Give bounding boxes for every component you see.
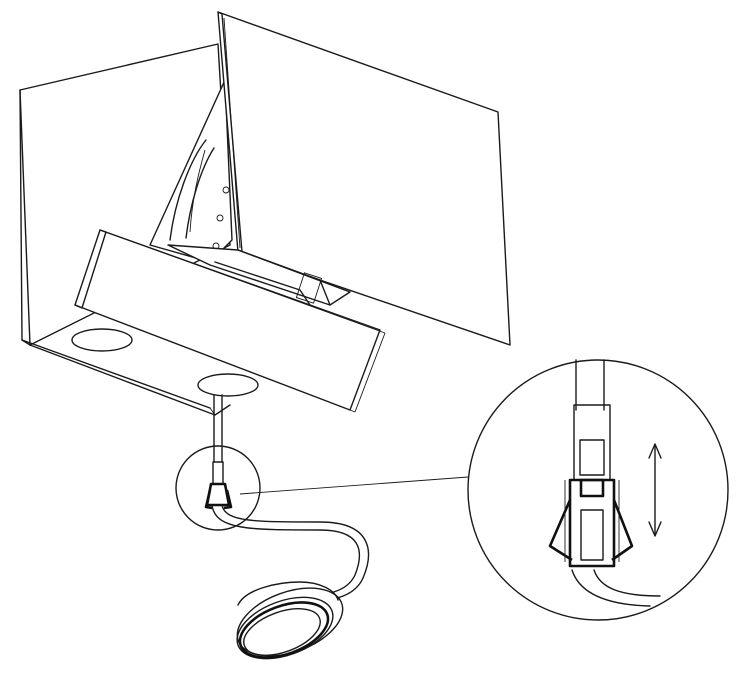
fan-housing bbox=[149, 79, 233, 263]
connector-large bbox=[548, 404, 634, 568]
light-hole-right bbox=[197, 373, 259, 397]
light-hole-left bbox=[71, 328, 133, 352]
bracket-rail bbox=[167, 244, 351, 306]
glass-panel bbox=[217, 11, 511, 346]
connector-small bbox=[204, 461, 233, 510]
detail-circle-small bbox=[175, 445, 261, 531]
adjust-arrow bbox=[648, 443, 662, 537]
light-panel bbox=[74, 229, 386, 413]
leader-line bbox=[239, 476, 469, 495]
spot-light bbox=[236, 581, 344, 660]
cable bbox=[211, 394, 370, 603]
detail-circle-large bbox=[467, 359, 729, 621]
